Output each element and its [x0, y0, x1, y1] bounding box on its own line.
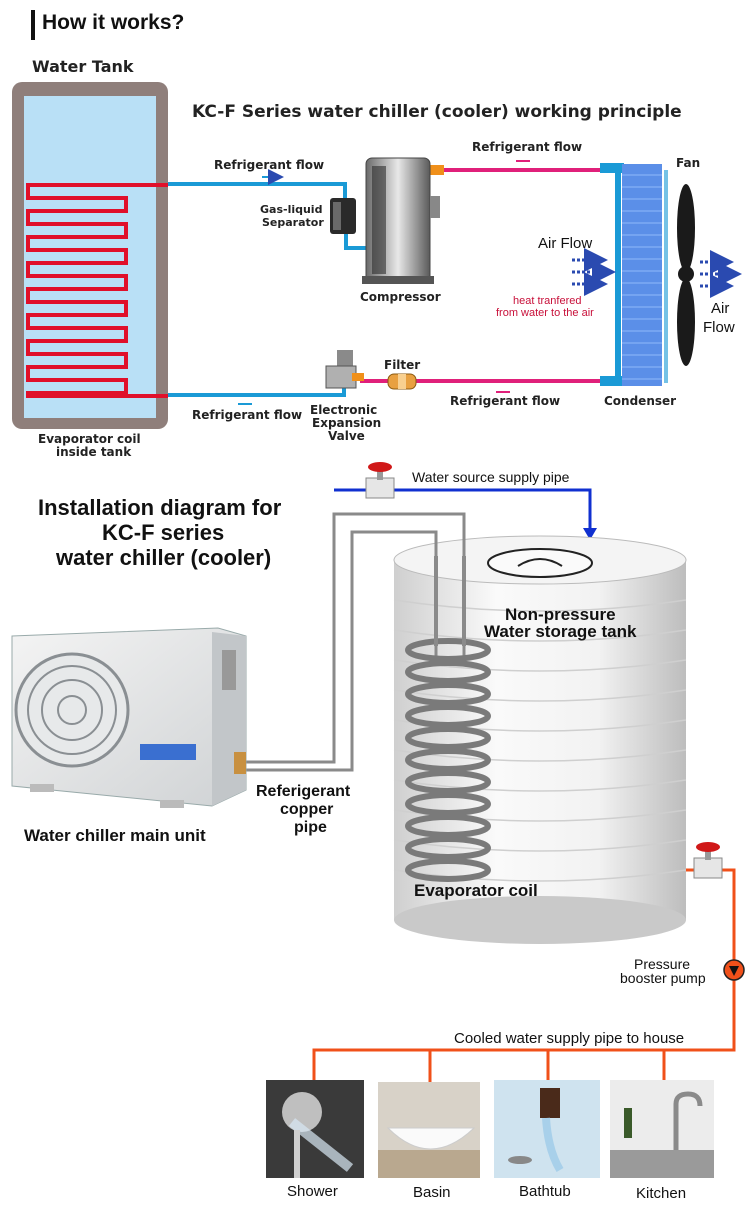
valve-label-3: Valve: [328, 429, 365, 443]
cold-line-bottom: [168, 388, 346, 397]
install-title-1: Installation diagram for: [38, 495, 282, 520]
main-unit-label: Water chiller main unit: [24, 826, 206, 845]
separator-label-2: Separator: [262, 216, 324, 229]
air-flow-arrows-left: [572, 248, 616, 296]
condenser-coil: [615, 164, 668, 386]
separator-label-1: Gas-liquid: [260, 203, 322, 216]
fixture-photo-kitchen: [610, 1080, 714, 1178]
evaporator-label-2: inside tank: [56, 445, 132, 459]
water-source-label: Water source supply pipe: [412, 469, 570, 485]
install-title-2: KC-F series: [102, 520, 224, 545]
water-source-pipe: [334, 488, 592, 535]
heat-transfer-label-1: heat tranfered: [513, 295, 582, 307]
compressor-label: Compressor: [360, 290, 441, 304]
refrigerant-flow-bottom-right: Refrigerant flow: [450, 394, 560, 408]
filter-label: Filter: [384, 358, 420, 372]
evaporator-label-1: Evaporator coil: [38, 432, 141, 446]
cold-line-top: [168, 182, 347, 199]
pump-label-1: Pressure: [634, 956, 690, 972]
fixture-label-bathtub: Bathtub: [519, 1183, 571, 1200]
header-accent-bar: [31, 10, 35, 40]
booster-pump-icon: [723, 959, 745, 981]
fan-icon: [677, 184, 695, 366]
gas-liquid-separator: [330, 198, 356, 234]
fixture-photo-shower: [266, 1080, 364, 1178]
air-flow-arrows-right: [700, 250, 742, 298]
refrigerant-flow-bottom-left: Refrigerant flow: [192, 408, 302, 422]
pipe-label-1: Referigerant: [256, 783, 351, 800]
tank-title: Water Tank: [32, 57, 134, 76]
air-flow-left-label: Air Flow: [538, 235, 592, 252]
filter-component: [387, 373, 417, 390]
chiller-main-unit: [11, 627, 247, 808]
refrigerant-flow-top-right: Refrigerant flow: [472, 140, 582, 154]
cooled-supply-label: Cooled water supply pipe to house: [454, 1030, 684, 1047]
evaporator-coil-label: Evaporator coil: [414, 881, 538, 900]
tank-label-2: Water storage tank: [484, 622, 637, 641]
heat-transfer-label-2: from water to the air: [496, 307, 594, 319]
principle-title: KC-F Series water chiller (cooler) worki…: [192, 102, 682, 122]
outlet-valve-icon: [693, 842, 723, 879]
fixture-label-basin: Basin: [413, 1184, 451, 1201]
compressor-unit: [362, 157, 440, 284]
fixture-label-shower: Shower: [287, 1183, 338, 1200]
install-title-3: water chiller (cooler): [55, 545, 271, 570]
fixture-label-kitchen: Kitchen: [636, 1185, 686, 1202]
refrigerant-flow-top-left: Refrigerant flow: [214, 158, 324, 172]
air-flow-right-label-2: Flow: [703, 319, 735, 336]
valve-label-2: Expansion: [312, 416, 381, 430]
page-title: How it works?: [42, 11, 185, 34]
pipe-label-3: pipe: [294, 819, 327, 836]
expansion-valve: [325, 350, 364, 389]
cold-line-sep: [344, 232, 367, 250]
fan-label: Fan: [676, 156, 700, 170]
fixture-photo-basin: [378, 1082, 480, 1178]
pump-label-2: booster pump: [620, 970, 706, 986]
pipe-label-2: copper: [280, 801, 333, 818]
air-flow-right-label-1: Air: [711, 300, 729, 317]
tank-label-1: Non-pressure: [505, 605, 616, 624]
water-source-valve-icon: [365, 462, 395, 499]
condenser-label: Condenser: [604, 394, 676, 408]
valve-label-1: Electronic: [310, 403, 377, 417]
fixture-photo-bathtub: [494, 1080, 600, 1178]
evaporator-coil-shape: [26, 183, 168, 398]
evaporator-coil-tank: [405, 638, 491, 882]
water-tank: [12, 82, 168, 429]
